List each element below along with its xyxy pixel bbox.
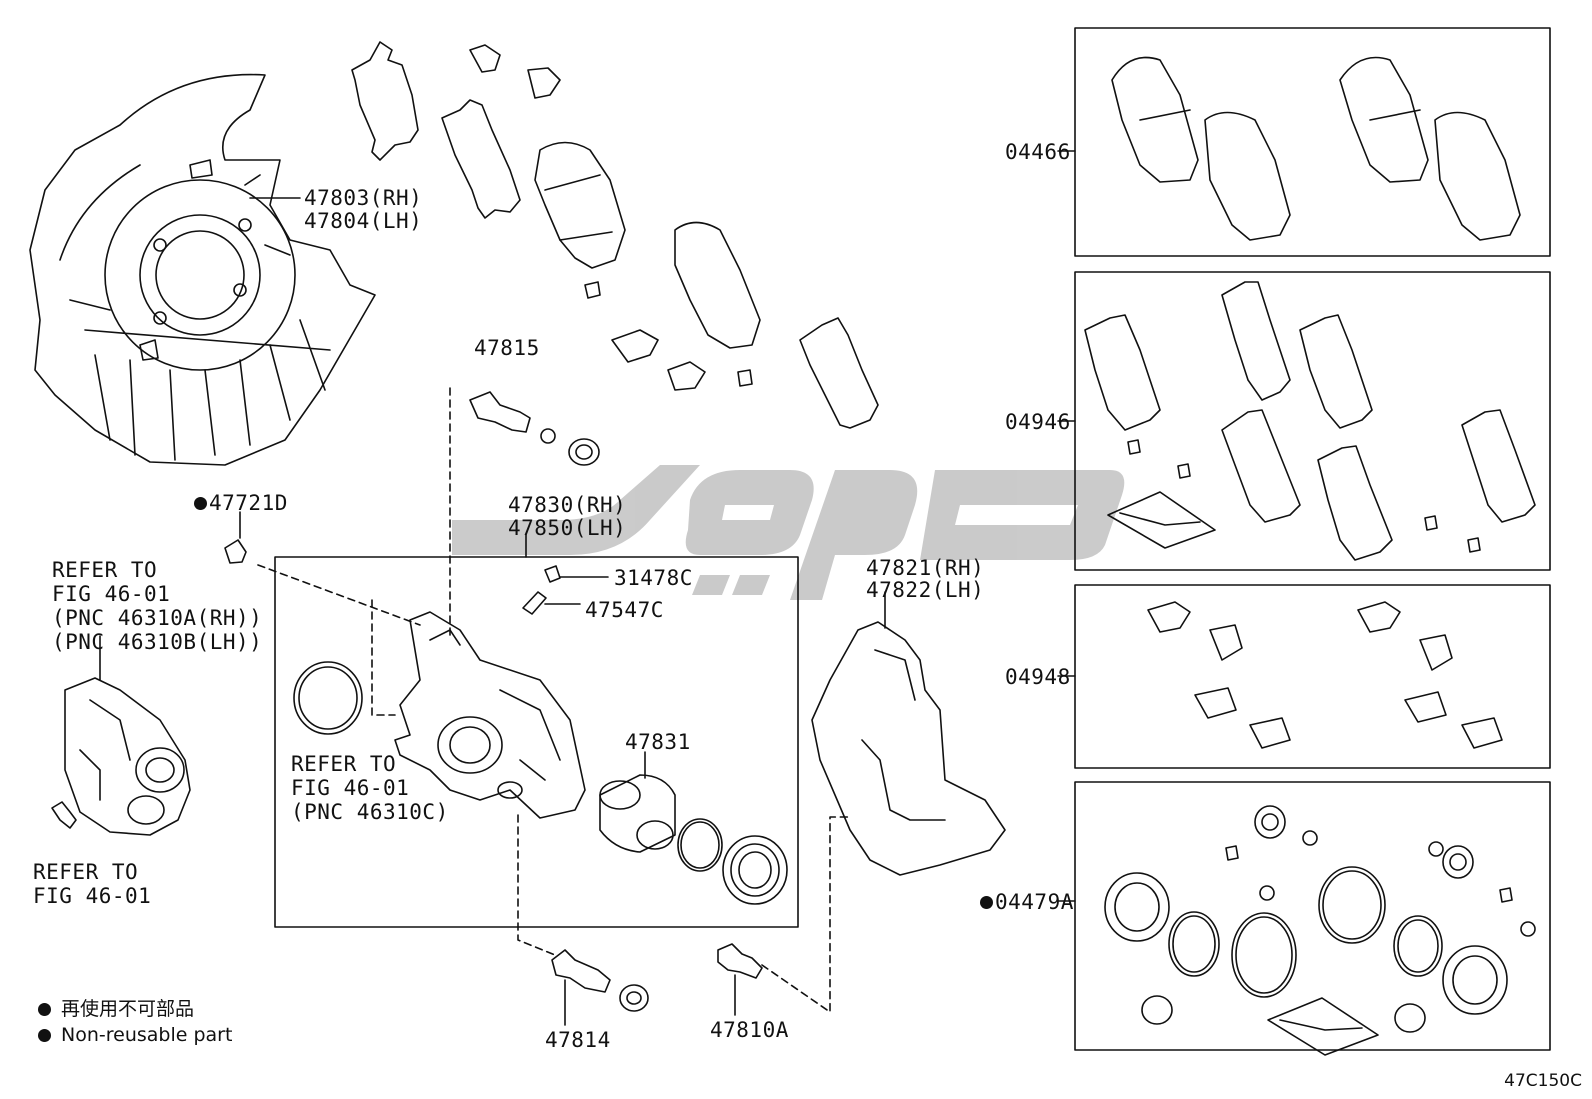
dashed-guide: [257, 387, 851, 1013]
figure-id: 47C150C: [1504, 1071, 1582, 1091]
piston-47831: [599, 751, 676, 853]
non-reusable-dot-icon: [194, 497, 207, 510]
caliper-mounting: [811, 591, 1006, 876]
label-47850: 47850(LH): [508, 516, 627, 540]
label-47810a: 47810A: [710, 1018, 789, 1042]
label-47831: 47831: [625, 730, 691, 754]
kit-box-04479a: [1074, 781, 1551, 1051]
label-47803: 47803(RH): [304, 186, 423, 210]
leader-lines-kits: [1057, 150, 1076, 902]
refer-note-seal: REFER TO FIG 46-01 (PNC 46310C): [291, 752, 449, 824]
label-47804: 47804(LH): [304, 209, 423, 233]
refer-note-caliper: REFER TO FIG 46-01 (PNC 46310A(RH)) (PNC…: [52, 558, 263, 654]
pad-shim: [351, 41, 879, 429]
bleeder-plug: [522, 565, 609, 615]
label-04466: 04466: [1005, 140, 1071, 164]
non-reusable-dot-icon: [38, 1003, 51, 1016]
kit-04466-pads: [1111, 56, 1521, 241]
piston-seal: [293, 661, 363, 735]
legend: 再使用不可部品 Non-reusable part: [38, 996, 232, 1048]
boot-seal: [722, 835, 788, 905]
caliper-cylinder: [394, 611, 586, 819]
label-47822: 47822(LH): [866, 578, 985, 602]
piston-ring: [677, 818, 723, 872]
bleeder-screw: [51, 801, 77, 829]
non-reusable-dot-icon: [38, 1029, 51, 1042]
label-04948: 04948: [1005, 665, 1071, 689]
label-04479a: 04479A: [980, 890, 1074, 914]
kit-04948-clips: [1147, 601, 1503, 749]
label-47821: 47821(RH): [866, 556, 985, 580]
kit-box-04466: [1074, 27, 1551, 257]
label-47547c: 47547C: [585, 598, 664, 622]
label-47815: 47815: [474, 336, 540, 360]
kit-box-04948: [1074, 584, 1551, 769]
dust-shield: [29, 73, 376, 466]
legend-en: Non-reusable part: [38, 1022, 232, 1048]
slide-pin-47815: [469, 391, 600, 466]
refer-note-bleeder: REFER TO FIG 46-01: [33, 860, 152, 908]
legend-jp: 再使用不可部品: [38, 996, 232, 1022]
label-47721d: 47721D: [194, 491, 288, 515]
slide-pin-47814: [551, 949, 649, 1026]
bolt-47810a: [717, 943, 763, 1016]
watermark-logo: [452, 465, 1125, 600]
bleeder-bolt: [224, 511, 247, 564]
kit-04946-shims: [1084, 281, 1536, 561]
cylinder-group-box: [274, 556, 799, 928]
label-47830: 47830(RH): [508, 493, 627, 517]
label-31478c: 31478C: [614, 566, 693, 590]
non-reusable-dot-icon: [980, 896, 993, 909]
kit-04479a-seals: [1104, 805, 1536, 1056]
label-04946: 04946: [1005, 410, 1071, 434]
caliper-assembly: [64, 635, 191, 836]
label-47814: 47814: [545, 1028, 611, 1052]
